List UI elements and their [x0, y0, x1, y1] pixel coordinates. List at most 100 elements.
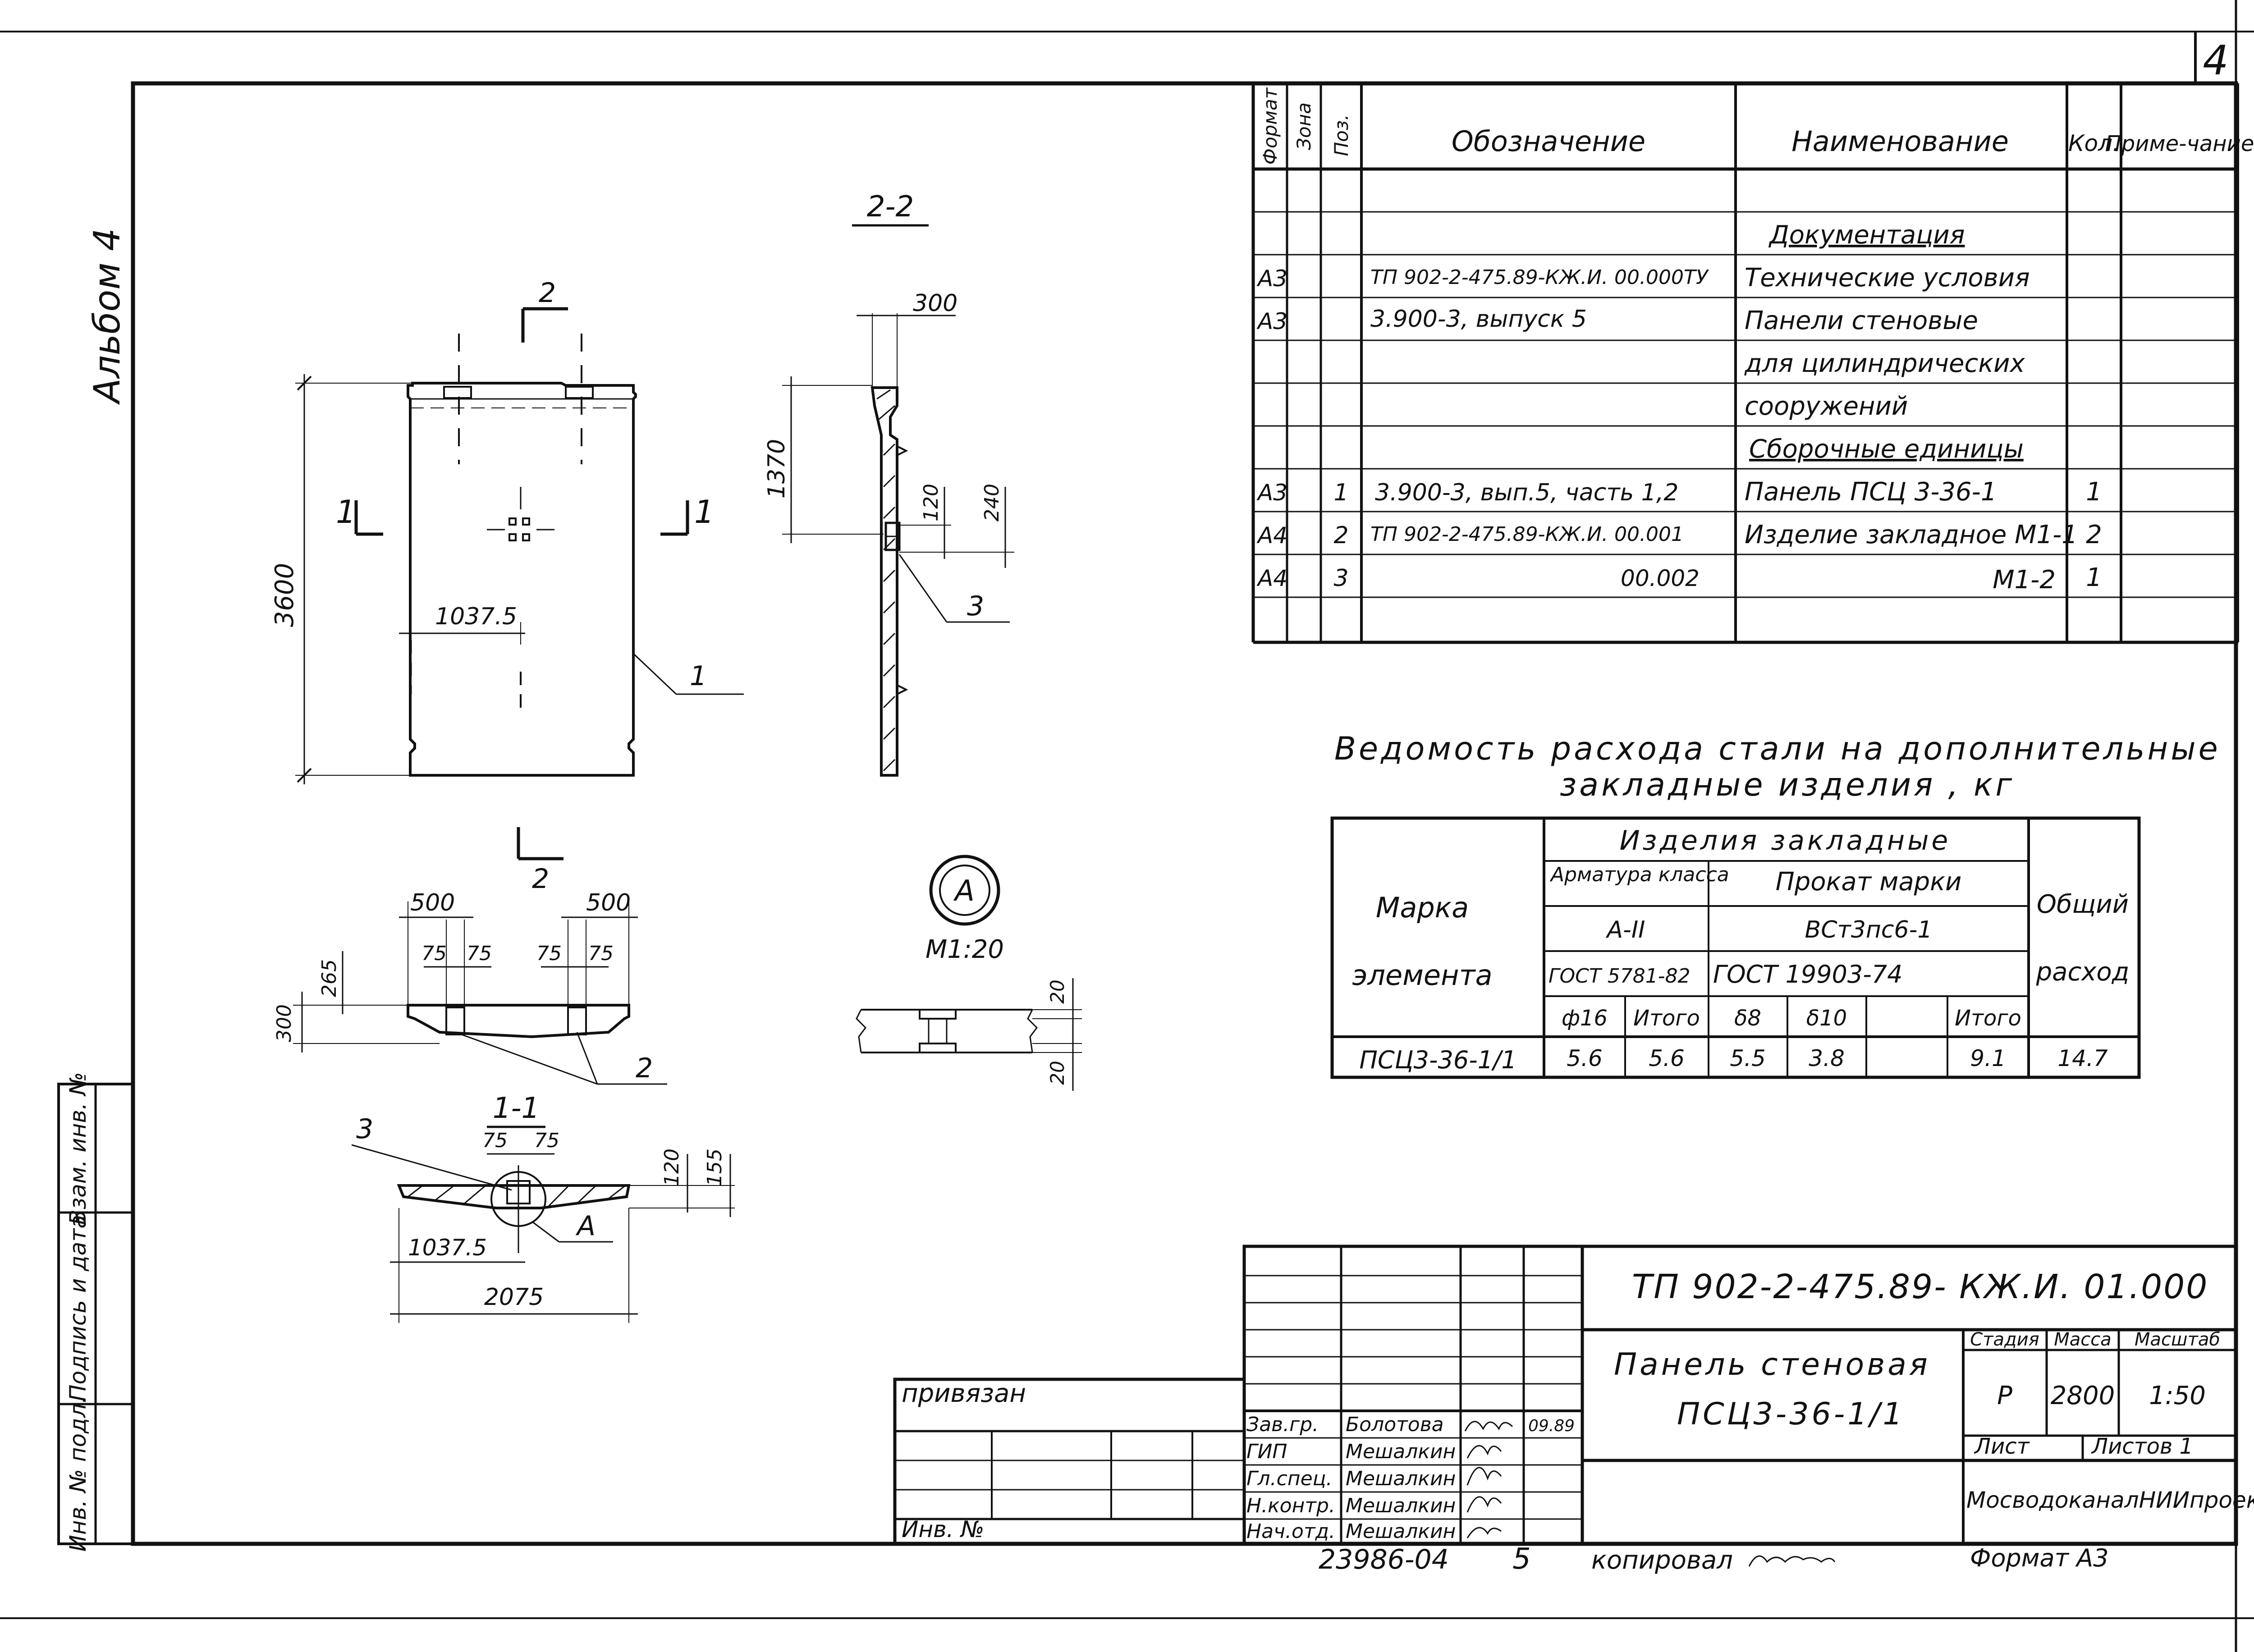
format-label: Формат А3	[1970, 1544, 2109, 1572]
steel-col-header: Итого	[1633, 1006, 1700, 1031]
stage-value: Р	[1997, 1381, 2012, 1410]
scale-value: 1:50	[2149, 1381, 2206, 1410]
side-strip-replaced-inv: Взам. инв. №	[65, 1072, 91, 1225]
dim-75: 75	[421, 942, 447, 965]
section-2-2: 2-2 300	[763, 190, 1014, 777]
node-a-detail: А М1:20 20 20	[856, 855, 1082, 1091]
document-code: ТП 902-2-475.89- КЖ.И. 01.000	[1632, 1268, 2208, 1306]
side-strip-signature-date: Подпись и дата	[65, 1215, 91, 1401]
dim-1370: 1370	[763, 439, 790, 499]
steel-header-rebar: Арматура класса	[1549, 863, 1729, 886]
steel-col-header: δ10	[1806, 1006, 1847, 1031]
steel-col-header: δ8	[1734, 1006, 1761, 1031]
pos-2-label: 2	[636, 1053, 653, 1084]
node-a-marker: А	[953, 874, 975, 908]
steel-table-title-1: Ведомость расхода стали на дополнительны…	[1334, 730, 2221, 767]
title-block: привязан Инв. № Зав.гр. Болотова 09.89 Г…	[893, 1245, 2254, 1576]
spec-row-pos: 2	[1333, 522, 1348, 549]
dim-240: 240	[980, 484, 1003, 522]
mass-header: Масса	[2054, 1329, 2112, 1350]
dim-75: 75	[467, 942, 492, 965]
dim-75-sec: 75	[482, 1129, 508, 1152]
spec-row-name: Документация	[1768, 220, 1965, 250]
spec-row-name: сооружений	[1745, 392, 1908, 421]
cut-mark-1-right: 1	[694, 494, 715, 531]
steel-header-mark: Марка	[1376, 891, 1469, 924]
sheet-header: Лист	[1974, 1434, 2030, 1459]
dim-500-left: 500	[410, 889, 455, 916]
organization: МосводоканалНИИпроект	[1966, 1487, 2254, 1513]
dim-75: 75	[536, 942, 562, 965]
side-strip-original-inv: Инв. № подл.	[65, 1396, 91, 1552]
spec-header-format: Формат	[1259, 87, 1281, 165]
top-plan-detail: 500 500 75 75 75 75 300 265 2	[273, 889, 667, 1085]
role-name: Мешалкин	[1346, 1440, 1456, 1463]
dim-265: 265	[318, 959, 341, 997]
spec-header-note: Приме-чание	[2105, 131, 2254, 156]
steel-row-value: 3.8	[1809, 1045, 1845, 1071]
side-strip: Взам. инв. № Подпись и дата Инв. № подл.	[57, 1072, 134, 1552]
steel-col-header: Итого	[1955, 1006, 2021, 1031]
dim-300-b: 300	[273, 1004, 296, 1042]
spec-row-format: А3	[1256, 308, 1287, 334]
dim-20-a: 20	[1046, 979, 1068, 1003]
section-1-1-title: 1-1	[493, 1092, 540, 1125]
spec-row-designation: 00.002	[1621, 565, 1700, 591]
role-name: Мешалкин	[1346, 1467, 1456, 1490]
dim-1037-5: 1037.5	[435, 603, 517, 630]
role-name: Болотова	[1346, 1413, 1444, 1436]
role-label: ГИП	[1246, 1440, 1287, 1463]
steel-table: Ведомость расхода стали на дополнительны…	[1330, 730, 2221, 1079]
footer-five: 5	[1512, 1542, 1531, 1576]
spec-row-pos: 1	[1333, 479, 1348, 506]
steel-row-mark: ПСЦ3-36-1/1	[1359, 1046, 1516, 1074]
role-date: 09.89	[1528, 1417, 1575, 1435]
spec-row-name: М1-2	[1993, 565, 2056, 595]
steel-gost-rolled: ГОСТ 19903-74	[1713, 960, 1902, 988]
role-label: Нач.отд.	[1246, 1520, 1335, 1543]
scale-header: Масштаб	[2135, 1329, 2220, 1350]
steel-row-value: 9.1	[1970, 1045, 2006, 1071]
section-1-1: 1-1 75 75 120 155 3 А	[351, 1092, 735, 1323]
dim-500-right: 500	[586, 889, 631, 916]
spec-row-pos: 3	[1333, 565, 1348, 592]
spec-header-name: Наименование	[1791, 125, 2009, 158]
dim-75: 75	[588, 942, 614, 965]
spec-row-name: Сборочные единицы	[1749, 435, 2024, 464]
steel-header-total: Общий	[2037, 890, 2129, 919]
role-label: Зав.гр.	[1246, 1413, 1319, 1436]
steel-col-header: ф16	[1562, 1006, 1608, 1031]
dim-120-sec: 120	[660, 1149, 683, 1186]
steel-header-total-2: расход	[2036, 957, 2130, 987]
spec-row-qty: 1	[2086, 477, 2102, 507]
dim-155: 155	[703, 1149, 726, 1186]
steel-row-value: 5.5	[1730, 1045, 1766, 1071]
spec-header-pos: Поз.	[1330, 114, 1352, 156]
spec-row-format: А4	[1256, 565, 1287, 591]
cut-mark-1-left: 1	[336, 494, 356, 531]
panel-front-view: 1 1 2 2 3600 1037.5 1	[270, 277, 744, 895]
album-label: Альбом 4	[86, 228, 128, 405]
cut-mark-2-bottom: 2	[532, 863, 549, 895]
spec-row-name: Панель ПСЦ 3-36-1	[1745, 477, 1997, 507]
copied-label: копировал	[1591, 1546, 1733, 1575]
role-name: Мешалкин	[1346, 1494, 1456, 1517]
spec-row-designation: 3.900-3, выпуск 5	[1370, 306, 1587, 333]
dim-3600: 3600	[270, 563, 299, 627]
steel-header-items: Изделия закладные	[1620, 825, 1951, 856]
sheets-header: Листов 1	[2091, 1434, 2193, 1459]
spec-row-designation: 3.900-3, вып.5, часть 1,2	[1375, 479, 1679, 506]
node-a-label: А	[575, 1210, 596, 1242]
spec-row-designation: ТП 902-2-475.89-КЖ.И. 00.000ТУ	[1370, 266, 1709, 289]
pos-3-label-sec: 3	[356, 1113, 373, 1145]
steel-row-value: 5.6	[1649, 1045, 1685, 1071]
dim-20-b: 20	[1046, 1061, 1068, 1085]
bound-label: привязан	[902, 1379, 1026, 1408]
spec-header-qty: Кол.	[2068, 130, 2120, 156]
steel-rebar-class: А-II	[1605, 916, 1645, 943]
spec-row-designation: ТП 902-2-475.89-КЖ.И. 00.001	[1370, 523, 1684, 546]
inv-label: Инв. №	[902, 1516, 984, 1542]
steel-gost-rebar: ГОСТ 5781-82	[1548, 965, 1690, 988]
section-2-2-title: 2-2	[867, 190, 914, 224]
